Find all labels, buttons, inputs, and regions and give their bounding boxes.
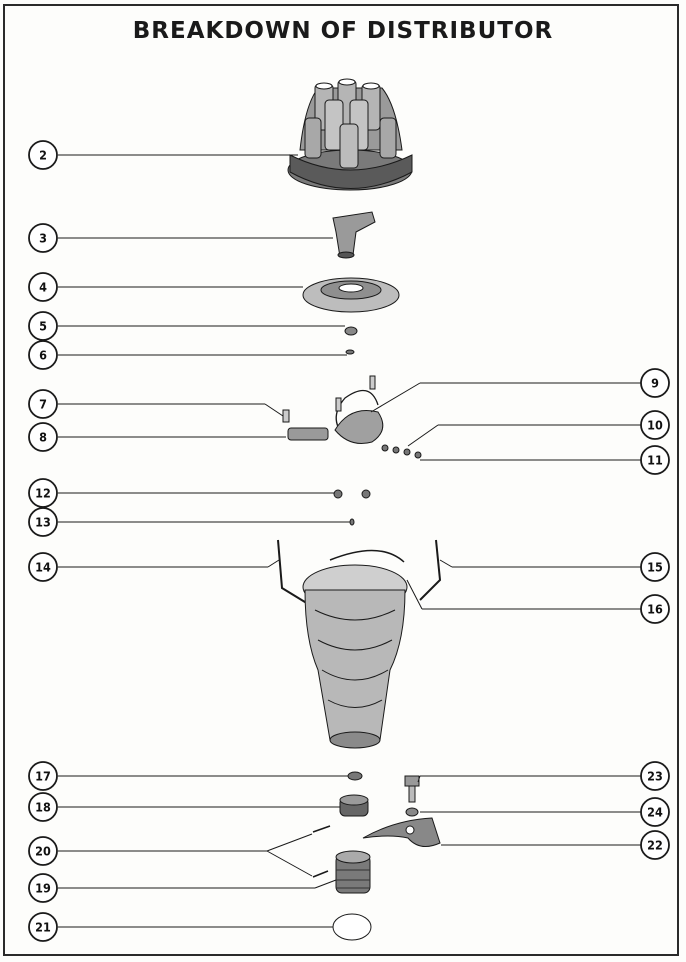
dust-shield bbox=[302, 277, 400, 313]
callout-circle bbox=[640, 594, 670, 624]
breaker-plate-assembly bbox=[282, 375, 422, 459]
hold-down-bolt bbox=[404, 775, 420, 803]
felt-wick bbox=[344, 326, 358, 336]
callout-number: 15 bbox=[647, 560, 663, 575]
callout-number: 16 bbox=[647, 602, 663, 617]
callout-circle bbox=[28, 311, 58, 341]
drive-gear-collar bbox=[339, 794, 369, 817]
callout-5: 5 bbox=[28, 311, 58, 341]
lock-washer bbox=[405, 807, 419, 817]
callout-22: 22 bbox=[640, 830, 670, 860]
callout-13: 13 bbox=[28, 507, 58, 537]
callout-number: 8 bbox=[39, 430, 47, 445]
callout-circle bbox=[28, 478, 58, 508]
callout-17: 17 bbox=[28, 761, 58, 791]
callout-circle bbox=[640, 445, 670, 475]
callout-number: 24 bbox=[647, 805, 663, 820]
callout-circle bbox=[28, 873, 58, 903]
roll-pins bbox=[312, 825, 331, 878]
callout-circle bbox=[28, 552, 58, 582]
retainer-clip bbox=[345, 349, 355, 355]
callout-number: 5 bbox=[39, 319, 47, 334]
callout-2: 2 bbox=[28, 140, 58, 170]
callout-24: 24 bbox=[640, 797, 670, 827]
callout-circle bbox=[28, 340, 58, 370]
callout-11: 11 bbox=[640, 445, 670, 475]
callout-circle bbox=[28, 140, 58, 170]
callout-circle bbox=[28, 223, 58, 253]
callout-number: 9 bbox=[651, 376, 659, 391]
callout-number: 14 bbox=[35, 560, 51, 575]
distributor-drive-gear bbox=[335, 850, 371, 894]
diagram-title: BREAKDOWN OF DISTRIBUTOR bbox=[132, 18, 554, 44]
callout-circle bbox=[640, 797, 670, 827]
leader-lines bbox=[58, 154, 650, 928]
page-border bbox=[3, 4, 679, 956]
callout-21: 21 bbox=[28, 912, 58, 942]
callout-circle bbox=[28, 422, 58, 452]
callout-circle bbox=[28, 792, 58, 822]
distributor-housing bbox=[302, 564, 408, 749]
callout-number: 17 bbox=[35, 769, 51, 784]
callout-circle bbox=[640, 368, 670, 398]
callout-number: 21 bbox=[35, 920, 51, 935]
callout-3: 3 bbox=[28, 223, 58, 253]
callout-number: 7 bbox=[39, 397, 47, 412]
cam-clip bbox=[349, 518, 355, 526]
callout-number: 4 bbox=[39, 280, 47, 295]
callout-number: 10 bbox=[647, 418, 663, 433]
callout-number: 6 bbox=[39, 348, 47, 363]
callout-number: 20 bbox=[35, 844, 51, 859]
callout-19: 19 bbox=[28, 873, 58, 903]
callout-6: 6 bbox=[28, 340, 58, 370]
callout-circle bbox=[28, 836, 58, 866]
callout-8: 8 bbox=[28, 422, 58, 452]
weight-springs bbox=[333, 489, 371, 499]
callout-circle bbox=[640, 830, 670, 860]
callout-circle bbox=[640, 552, 670, 582]
callout-circle bbox=[640, 410, 670, 440]
callout-number: 13 bbox=[35, 515, 51, 530]
distributor-cap bbox=[287, 78, 413, 191]
callout-14: 14 bbox=[28, 552, 58, 582]
callout-23: 23 bbox=[640, 761, 670, 791]
callout-number: 18 bbox=[35, 800, 51, 815]
callout-7: 7 bbox=[28, 389, 58, 419]
callout-15: 15 bbox=[640, 552, 670, 582]
callout-20: 20 bbox=[28, 836, 58, 866]
callout-9: 9 bbox=[640, 368, 670, 398]
callout-number: 22 bbox=[647, 838, 663, 853]
gasket bbox=[332, 913, 372, 941]
callout-number: 11 bbox=[647, 453, 663, 468]
hold-down-clamp bbox=[362, 817, 441, 848]
callout-circle bbox=[28, 389, 58, 419]
callout-circle bbox=[640, 761, 670, 791]
callout-10: 10 bbox=[640, 410, 670, 440]
callout-number: 2 bbox=[39, 148, 47, 163]
callout-16: 16 bbox=[640, 594, 670, 624]
callout-12: 12 bbox=[28, 478, 58, 508]
callout-circle bbox=[28, 912, 58, 942]
callout-4: 4 bbox=[28, 272, 58, 302]
callout-18: 18 bbox=[28, 792, 58, 822]
callout-number: 3 bbox=[39, 231, 47, 246]
callout-number: 23 bbox=[647, 769, 663, 784]
callout-circle bbox=[28, 761, 58, 791]
callout-number: 12 bbox=[35, 486, 51, 501]
rotor bbox=[332, 211, 376, 259]
thrust-washer bbox=[347, 771, 363, 781]
callout-number: 19 bbox=[35, 881, 51, 896]
callout-circle bbox=[28, 507, 58, 537]
callout-circle bbox=[28, 272, 58, 302]
